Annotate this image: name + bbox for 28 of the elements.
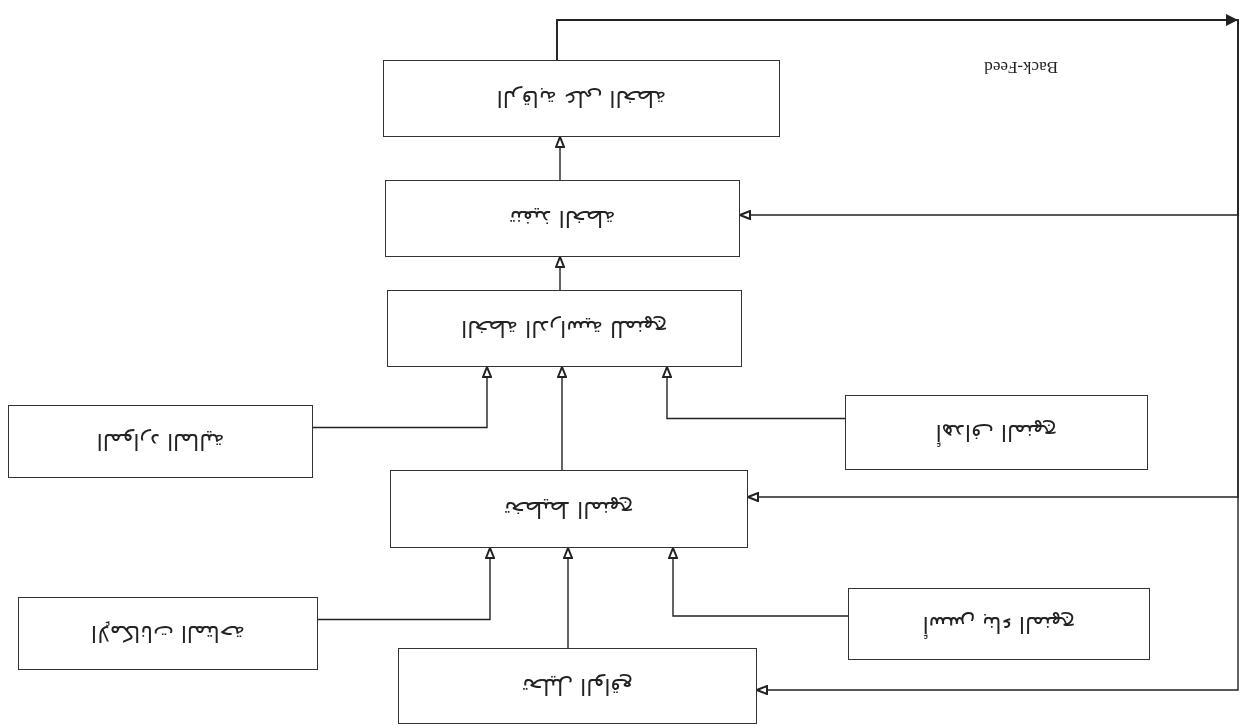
process-box	[390, 470, 748, 548]
box-label: تخطيط المنهج	[504, 495, 634, 523]
process-box	[848, 588, 1150, 660]
arrow	[662, 366, 846, 420]
box-label: أهداف المنهج	[935, 419, 1058, 447]
process-box	[383, 60, 780, 137]
arrow	[563, 547, 573, 649]
arrow	[668, 547, 849, 617]
process-box	[385, 180, 740, 257]
process-box	[398, 648, 757, 724]
arrow	[555, 136, 565, 181]
line-label: Back-Feed	[984, 57, 1058, 79]
box-label: تنفيذ الخطة	[509, 205, 616, 233]
arrow	[555, 256, 565, 291]
arrow	[557, 366, 567, 471]
process-box	[845, 395, 1148, 470]
box-label: أسس بناء المنهج	[922, 610, 1076, 638]
box-label: الإمكانات المتاحة	[90, 620, 246, 648]
arrow	[317, 547, 495, 621]
arrow	[312, 366, 492, 429]
box-label: الرقابة على الخطة	[496, 85, 667, 113]
process-box	[8, 405, 313, 478]
box-label: تحليل الواقع	[522, 672, 633, 700]
arrow	[556, 19, 1239, 695]
box-label: الموارد المالية	[96, 428, 225, 456]
box-label: الخطة الدراسية للمنهج	[461, 315, 668, 343]
process-box	[387, 290, 742, 367]
process-box	[18, 597, 318, 670]
